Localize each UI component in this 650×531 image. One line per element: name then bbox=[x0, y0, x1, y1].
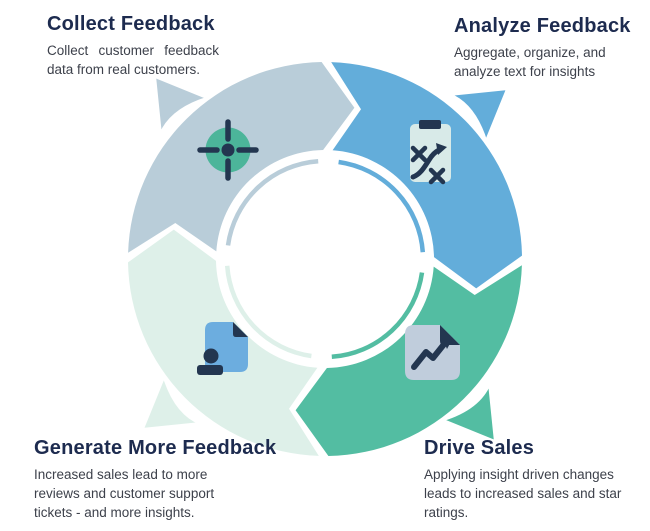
drive-sales-title: Drive Sales bbox=[424, 437, 535, 459]
generate-more-feedback-title: Generate More Feedback bbox=[34, 437, 277, 459]
target-center-dot bbox=[221, 143, 235, 157]
target-crosshair-marks bbox=[197, 119, 259, 181]
generate-more-feedback-description: Increased sales lead to more reviews and… bbox=[34, 467, 215, 521]
clipboard-route-line bbox=[410, 147, 442, 180]
chart-trend-line bbox=[411, 340, 448, 370]
fin-generate bbox=[140, 374, 203, 431]
drive-sales-description: Applying insight driven changes leads to… bbox=[424, 467, 622, 521]
inner-arc-collect bbox=[225, 158, 319, 246]
inner-arc-generate bbox=[224, 265, 312, 359]
fin-drive bbox=[440, 381, 497, 444]
user-body bbox=[197, 365, 223, 375]
analyze-feedback-description: Aggregate, organize, and analyze text fo… bbox=[454, 45, 606, 80]
inner-arc-analyze bbox=[338, 159, 426, 253]
collect-feedback-description: Collect customer feedback data from real… bbox=[47, 43, 219, 78]
collect-feedback-title: Collect Feedback bbox=[47, 13, 215, 35]
clipboard-x-marks bbox=[410, 145, 446, 185]
fin-collect bbox=[153, 74, 210, 137]
fin-analyze bbox=[447, 87, 510, 144]
clipboard-clip bbox=[419, 120, 441, 129]
analyze-feedback-title: Analyze Feedback bbox=[454, 15, 631, 37]
inner-arc-drive bbox=[331, 272, 425, 360]
analyze-feedback-block: Analyze Feedback Aggregate, organize, an… bbox=[454, 15, 648, 81]
strategy-clipboard-icon bbox=[410, 124, 451, 182]
drive-sales-block: Drive Sales Applying insight driven chan… bbox=[424, 437, 646, 522]
user-head bbox=[203, 348, 219, 364]
user-document-fold bbox=[233, 322, 248, 337]
generate-more-feedback-block: Generate More Feedback Increased sales l… bbox=[34, 437, 278, 522]
clipboard-route-arrowhead bbox=[436, 143, 447, 155]
collect-feedback-block: Collect Feedback Collect customer feedba… bbox=[47, 13, 227, 79]
chart-trend-arrowhead bbox=[441, 335, 453, 349]
